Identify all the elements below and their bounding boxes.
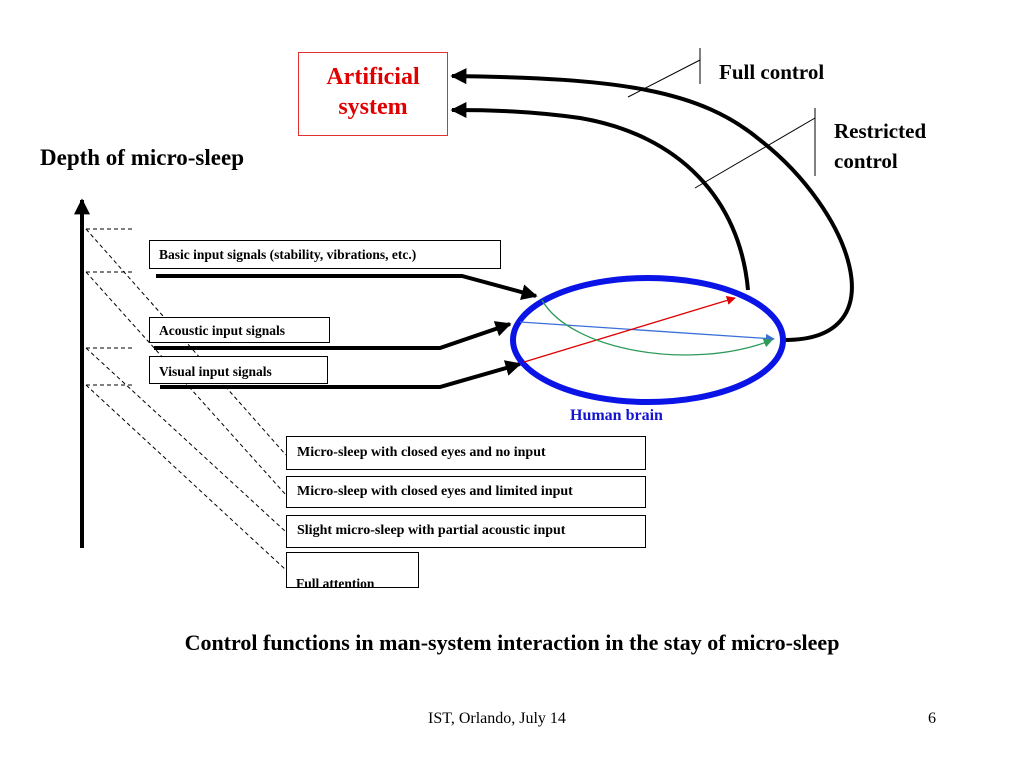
basic-input-signals-box: Basic input signals (stability, vibratio… (149, 240, 501, 269)
full-control-label: Full control (719, 60, 825, 84)
full-control-callout (627, 59, 701, 98)
level-connector (85, 384, 287, 571)
acoustic-input-signals-box: Acoustic input signals (149, 317, 330, 343)
artificial-system-box: Artificial system (298, 52, 448, 136)
restricted-control-line1: Restricted (834, 119, 927, 143)
visual-input-arrow (160, 360, 522, 389)
red-signal-arrow (523, 296, 736, 363)
restricted-control-callout (694, 117, 816, 189)
sleep-level-box-limited-input: Micro-sleep with closed eyes and limited… (286, 476, 646, 508)
artificial-system-line2: system (338, 94, 408, 120)
restricted-control-label: Restricted control (834, 116, 926, 176)
page-number: 6 (928, 710, 936, 727)
blue-signal-arrow (519, 321, 775, 343)
acoustic-input-arrow (154, 321, 512, 350)
depth-of-micro-sleep-title: Depth of micro-sleep (40, 145, 244, 170)
full-control-arc (450, 68, 854, 342)
green-signal-arrow (541, 299, 773, 356)
sleep-level-box-no-input: Micro-sleep with closed eyes and no inpu… (286, 436, 646, 470)
slide-caption: Control functions in man-system interact… (184, 630, 840, 655)
restricted-control-arc (450, 102, 750, 291)
slide-footer: IST, Orlando, July 14 (428, 710, 566, 727)
visual-input-signals-box: Visual input signals (149, 356, 328, 384)
human-brain-ellipse (510, 275, 786, 405)
sleep-level-box-partial-acoustic: Slight micro-sleep with partial acoustic… (286, 515, 646, 548)
human-brain-label: Human brain (570, 407, 663, 424)
artificial-system-line1: Artificial (326, 64, 420, 90)
sleep-level-box-full-attention: Full attention (286, 552, 419, 590)
basic-input-arrow (156, 274, 538, 300)
level-connector (85, 347, 287, 533)
restricted-control-line2: control (834, 149, 898, 173)
